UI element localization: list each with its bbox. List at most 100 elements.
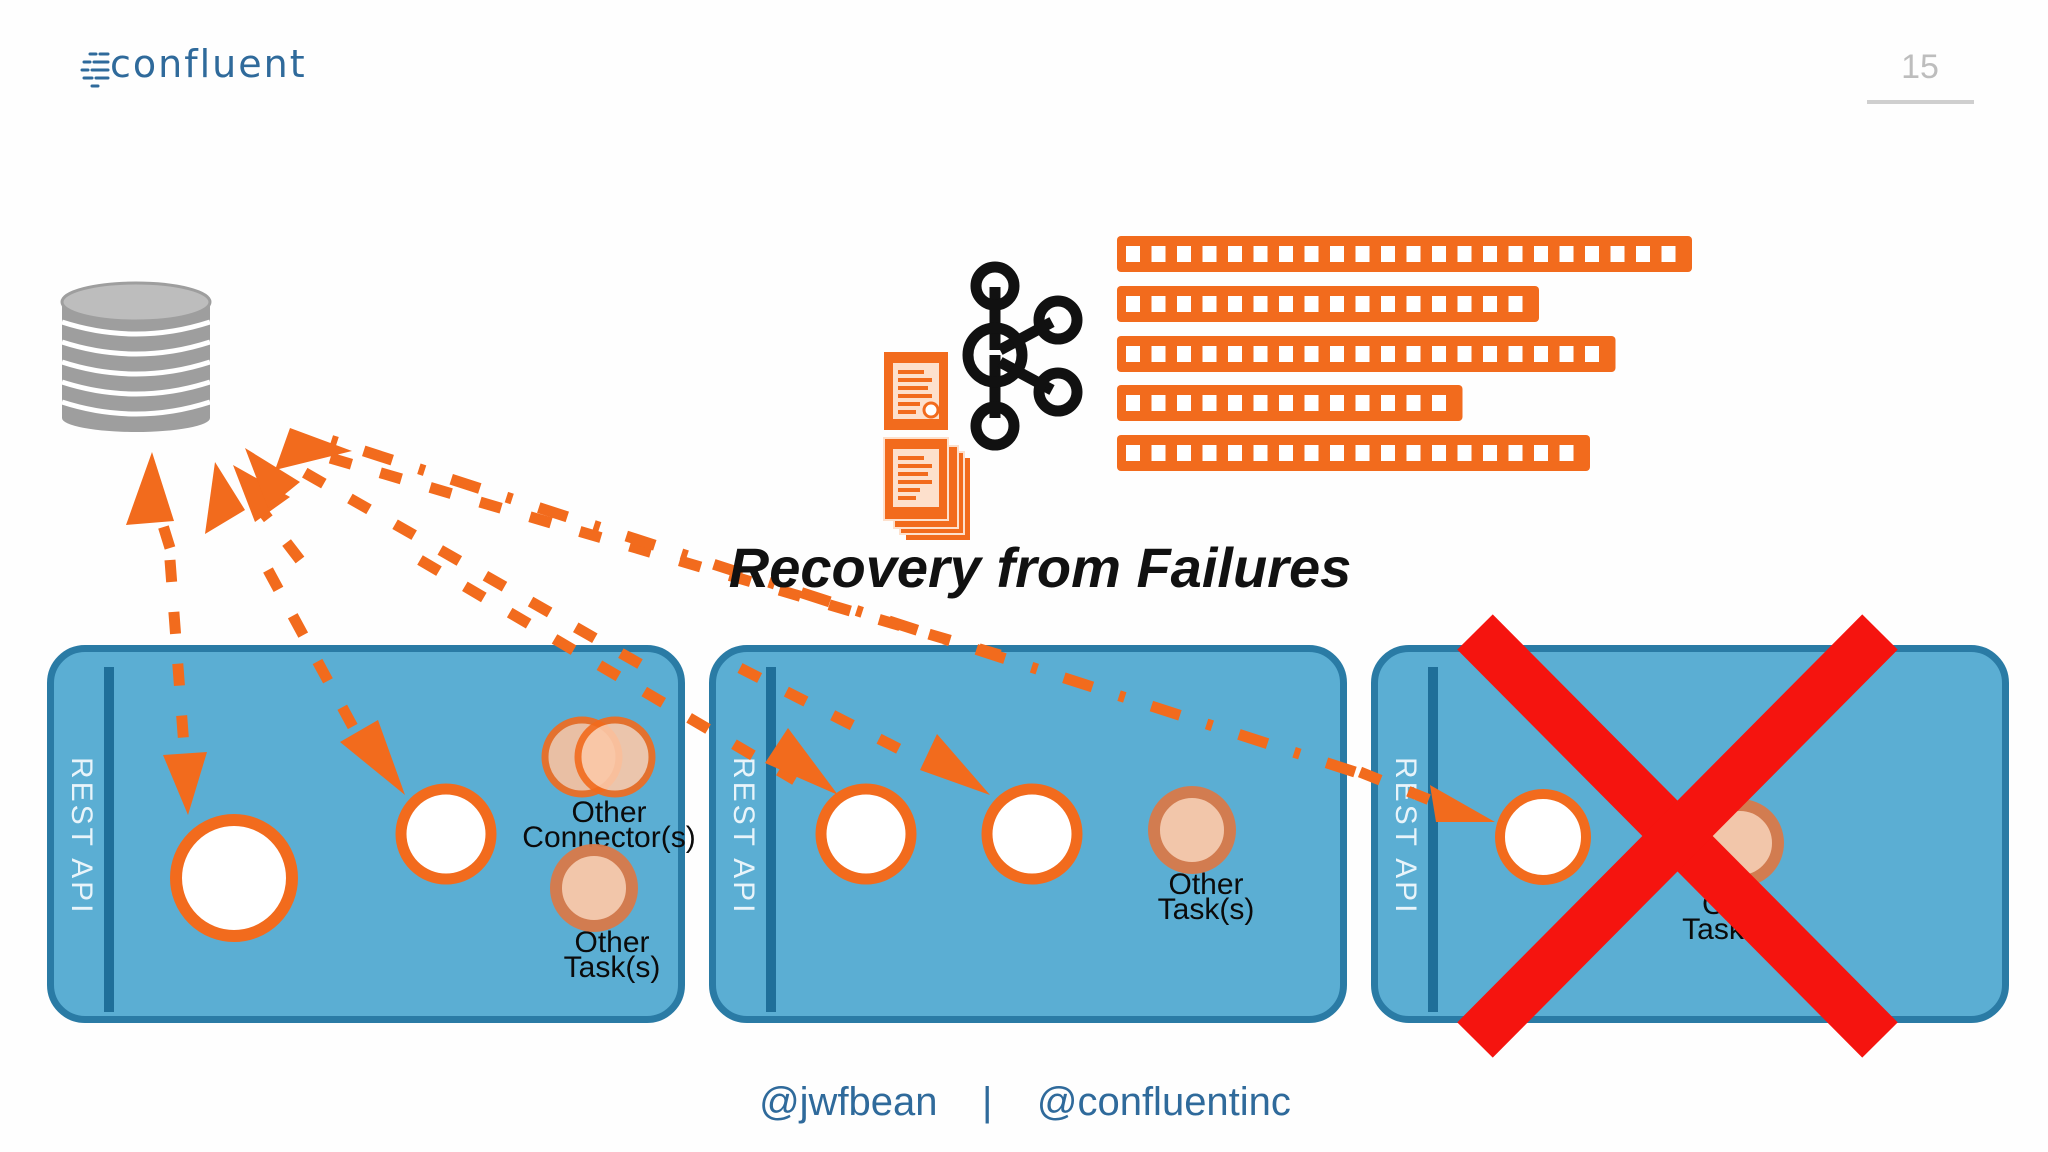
arrowhead-icon [275,428,352,470]
worker-divider [766,667,776,1012]
log-record [1483,346,1497,362]
arrow-to-failed-task [1357,766,1453,814]
task-circles [170,716,1784,942]
log-record [1304,395,1319,411]
log-record [1202,296,1217,312]
log-record [1151,445,1166,461]
label-line: Other [571,796,647,829]
label-line: Other [1168,868,1244,901]
arrowhead-icon [233,465,290,522]
document-stack-icon [883,352,970,540]
arrow-to-task [164,559,191,761]
other-tasks-label: Other Task(s) [1126,868,1286,925]
log-record [1534,445,1548,461]
arrowhead-icon [163,752,207,815]
log-record [1304,296,1319,312]
log-record [1202,445,1217,461]
log-record [1177,445,1191,461]
log-record [1330,346,1344,362]
status-arrows [146,434,1357,785]
log-record [1228,296,1242,312]
log-record [1330,296,1344,312]
footer-separator: | [982,1080,993,1124]
other-tasks-label: Other Task(s) [532,928,692,983]
task-circle [1495,789,1591,885]
log-record [1126,395,1140,411]
other-task-circle [1148,786,1236,874]
log-record [1534,246,1548,262]
arrowhead-icon [205,462,245,534]
log-record [1457,246,1472,262]
rest-api-label: REST API [1389,757,1422,916]
log-record [1432,296,1446,312]
worker-divider [1428,667,1438,1012]
partition-log [1117,435,1590,471]
log-record [1559,246,1574,262]
log-record [1228,246,1242,262]
log-record [1253,395,1268,411]
log-record [1559,445,1574,461]
arrowhead-icon [340,720,405,795]
worker-1: REST API Other Connector(s) Other Task(s… [47,645,696,1023]
log-record [1355,346,1370,362]
database-icon [60,281,212,432]
log-record [1126,296,1140,312]
page-number: 15 [1901,48,1939,86]
connector-circle [170,814,298,942]
kafka-logo-icon [962,261,1083,451]
log-record [1432,346,1446,362]
log-record [1202,395,1217,411]
log-record [1355,296,1370,312]
rest-api-label: REST API [65,757,98,916]
log-record [1406,296,1421,312]
log-record [1406,445,1421,461]
confluent-logo: confluent [80,42,310,92]
log-record [1534,346,1548,362]
log-record [1304,246,1319,262]
twitter-handle[interactable]: @jwfbean [759,1080,938,1124]
log-record [1177,246,1191,262]
log-record [1508,296,1523,312]
arrowhead-icon [126,452,174,525]
log-record [1381,395,1395,411]
arrow-to-database [235,478,305,564]
log-record [1126,445,1140,461]
page-number-underline [1867,100,1974,104]
other-task-circle [550,844,638,932]
log-record [1279,346,1293,362]
slide-title: Recovery from Failures [728,536,1352,599]
log-record [1355,445,1370,461]
log-record [1151,395,1166,411]
arrow-heads [126,428,1495,822]
log-record [1381,346,1395,362]
log-record [1661,246,1676,262]
log-record [1483,445,1497,461]
log-record [1457,296,1472,312]
log-record [1610,246,1625,262]
log-record [1126,246,1140,262]
task-circle [395,783,497,885]
log-record [1228,445,1242,461]
footer-handles: @jwfbean | @confluentinc [600,1080,1450,1125]
arrow-to-database [146,488,176,550]
arrowhead-icon [245,448,300,508]
twitter-handle[interactable]: @confluentinc [1036,1080,1291,1124]
worker-divider [104,667,114,1012]
log-record [1279,395,1293,411]
log-record [1202,346,1217,362]
log-record [1483,246,1497,262]
log-record [1406,246,1421,262]
task-circle [981,783,1083,885]
log-record [1177,346,1191,362]
logo-wordmark: confluent [110,42,307,86]
partition-log [1117,236,1692,272]
log-record [1253,296,1268,312]
log-record [1279,246,1293,262]
arrow-to-database [297,465,643,669]
log-record [1457,445,1472,461]
log-record [1253,346,1268,362]
confluent-mark-icon [80,52,110,88]
arrowhead-icon [920,734,990,795]
